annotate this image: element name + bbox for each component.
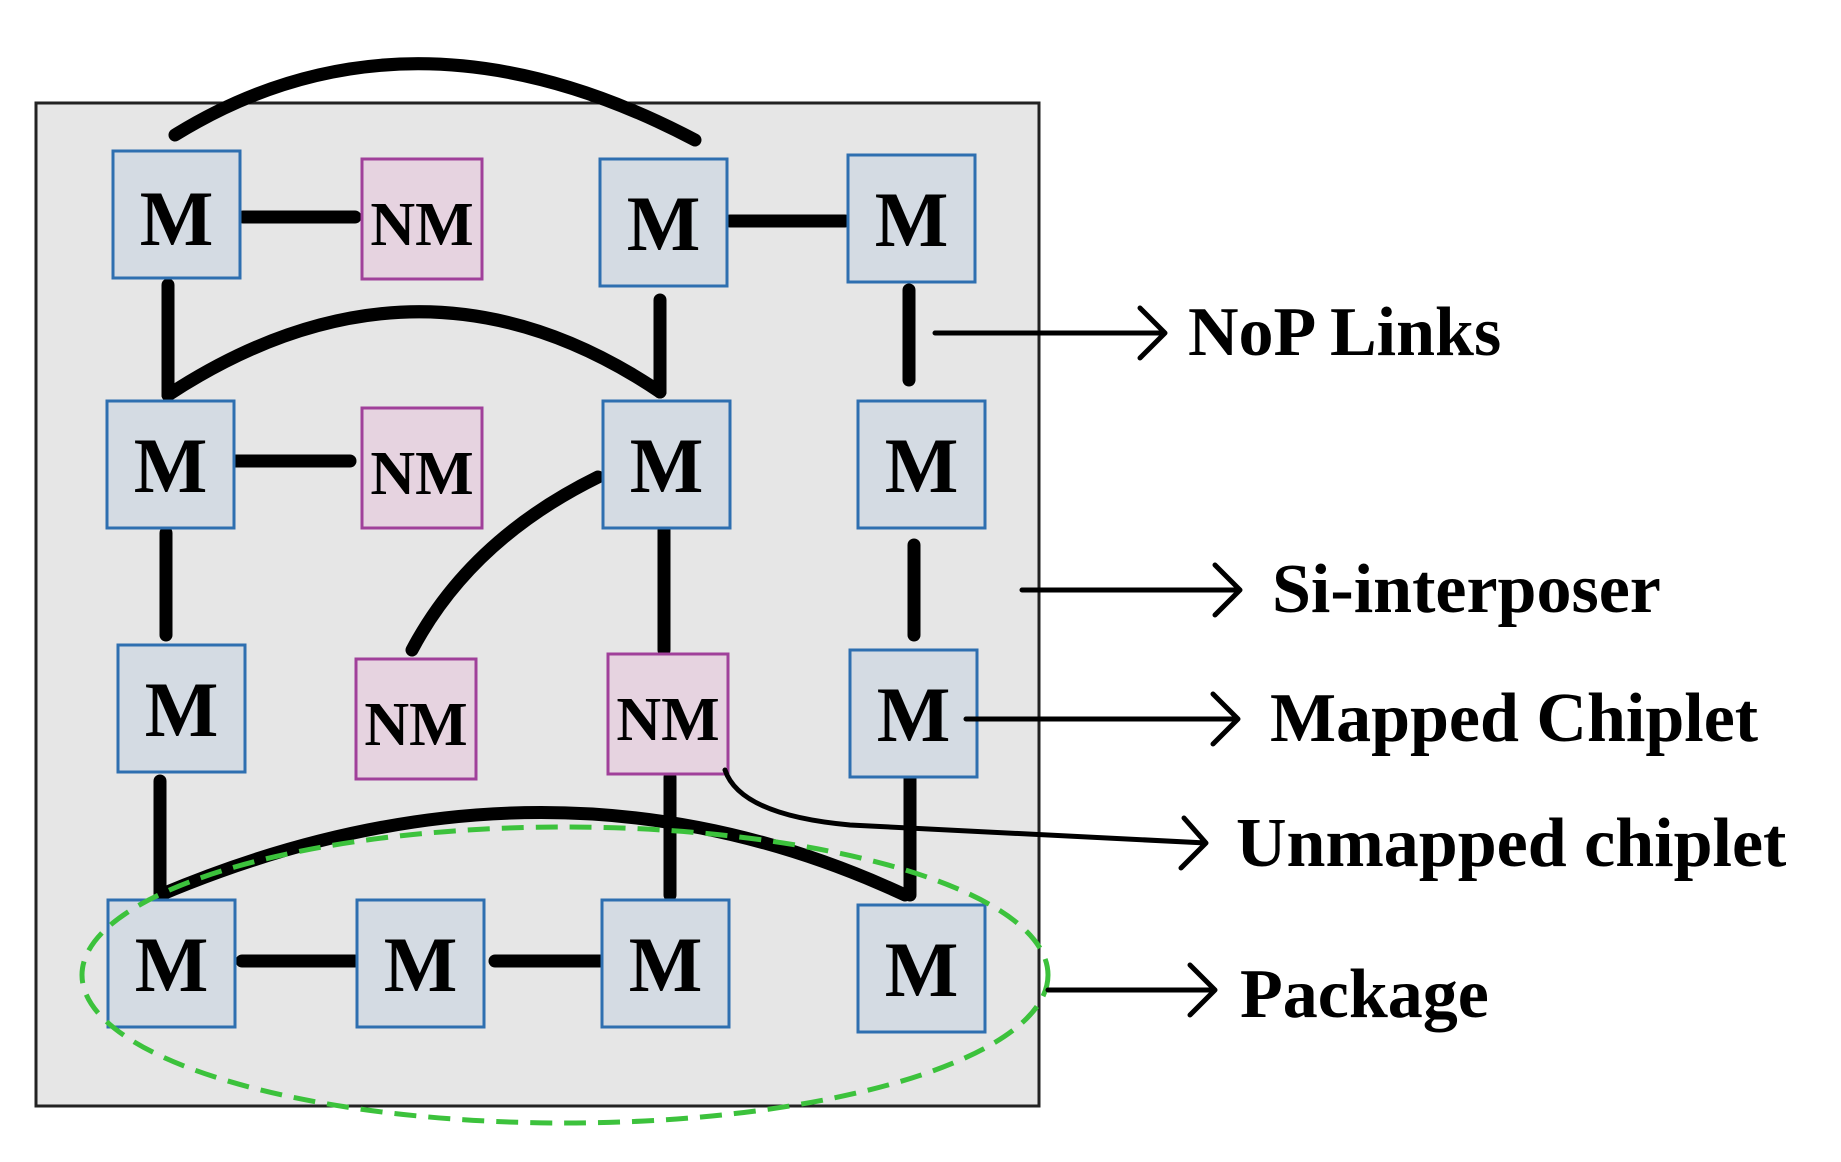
unmapped-chiplet [354,657,478,781]
mapped-chiplet [848,648,979,779]
nop-link [168,57,702,147]
arrow-si-interposer [1019,562,1243,618]
chiplet-label: M [145,666,219,753]
mapped-chiplet [598,157,729,288]
chiplet-grid: M NM M M M NM M M M NM NM M M M M M [105,149,987,1034]
arrow-nop-links [932,305,1168,361]
arrow-mapped-chiplet [963,691,1241,747]
legend-package: Package [1240,956,1489,1033]
chiplet-label: NM [364,691,467,759]
mapped-chiplet [355,898,486,1029]
mapped-chiplet [601,399,732,530]
unmapped-chiplet [606,652,730,776]
mapped-chiplet [856,903,987,1034]
unmapped-chiplet [360,406,484,530]
chiplet-label: M [877,671,951,758]
chiplet-label: NM [616,686,719,754]
chiplet-label: M [384,921,458,1008]
nop-links [153,57,921,968]
chiplet-label: NM [370,191,473,259]
legend-nop-links: NoP Links [1188,294,1501,371]
chiplet-label: M [135,921,209,1008]
legend-unmapped-chiplet: Unmapped chiplet [1236,805,1786,882]
chiplet-label: M [885,926,959,1013]
mapped-chiplet [846,153,977,284]
package-outline [79,824,1051,1126]
mapped-chiplet [856,399,987,530]
legend-si-interposer: Si-interposer [1272,551,1661,628]
chiplet-label: M [875,176,949,263]
legend-mapped-chiplet: Mapped Chiplet [1270,680,1758,757]
mapped-chiplet [116,643,247,774]
chiplet-label: NM [370,440,473,508]
chiplet-label: M [629,921,703,1008]
mapped-chiplet [111,149,242,280]
mapped-chiplet [105,399,236,530]
chiplet-label: M [140,175,214,262]
nop-link [161,305,667,402]
nop-link [153,806,912,902]
unmapped-chiplet [360,157,484,281]
legend-arrows [722,305,1243,1018]
chiplet-label: M [885,422,959,509]
chiplet-label: M [134,422,208,509]
chiplet-label: M [630,422,704,509]
chiplet-label: M [627,180,701,267]
arrow-unmapped-chiplet [722,767,1209,871]
mapped-chiplet [106,898,237,1029]
nop-link [405,470,605,657]
arrow-package [1045,962,1218,1018]
mapped-chiplet [600,898,731,1029]
